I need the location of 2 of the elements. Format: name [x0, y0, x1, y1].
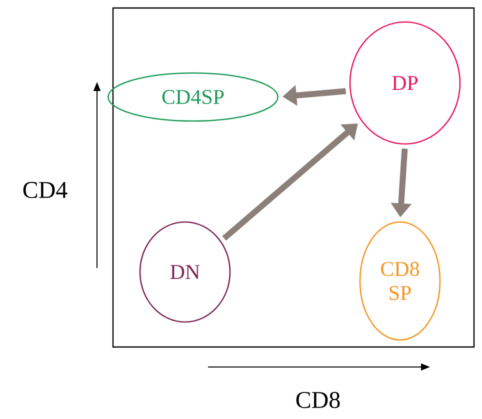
axis-label: CD8 [296, 392, 340, 408]
axis-label: CD4 [23, 182, 68, 198]
